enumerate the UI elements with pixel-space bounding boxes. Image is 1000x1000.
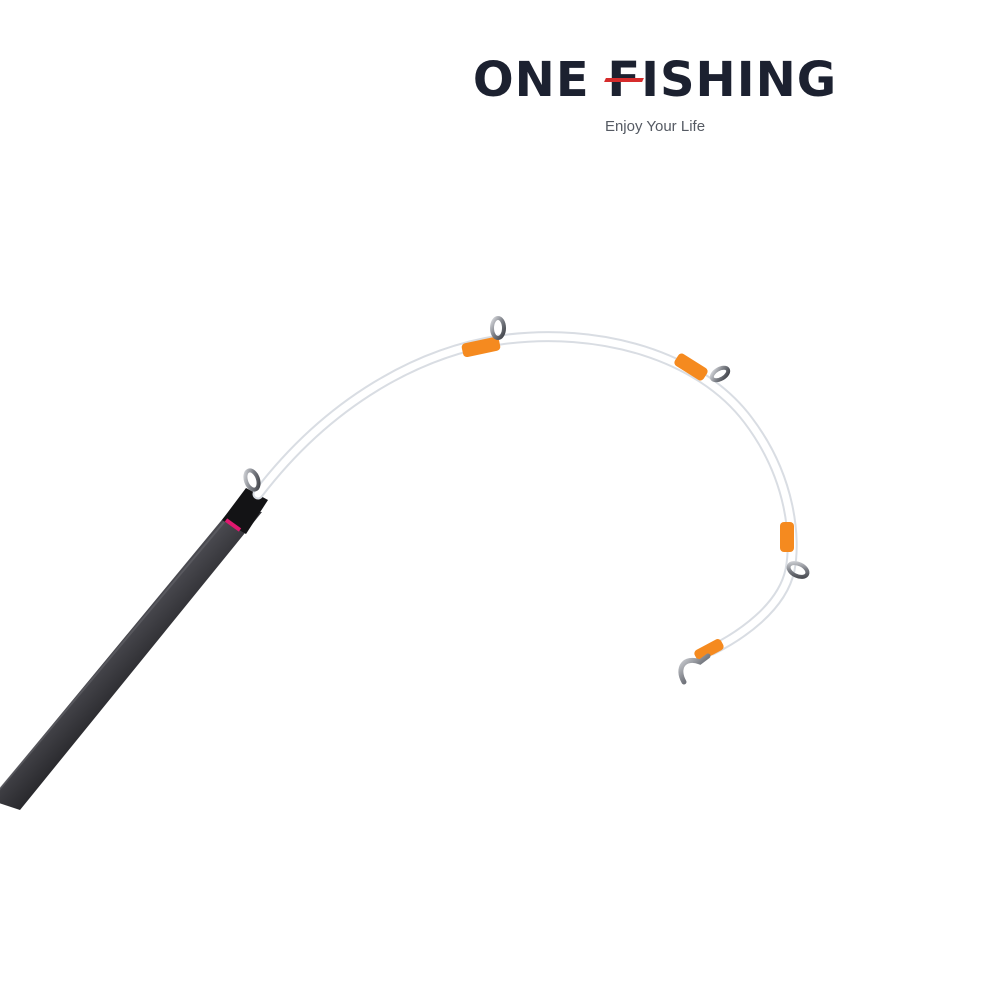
rod-blank [0, 488, 268, 810]
line-guides [243, 316, 810, 685]
ring-accent [224, 518, 242, 532]
brand-name: ONE FISHING [472, 52, 838, 108]
brand-accent-mark [604, 78, 644, 82]
brand-tagline: Enjoy Your Life [604, 118, 706, 135]
brand-logo: ONE FISHING Enjoy Your Life [445, 52, 865, 142]
thread-wraps [461, 336, 794, 661]
